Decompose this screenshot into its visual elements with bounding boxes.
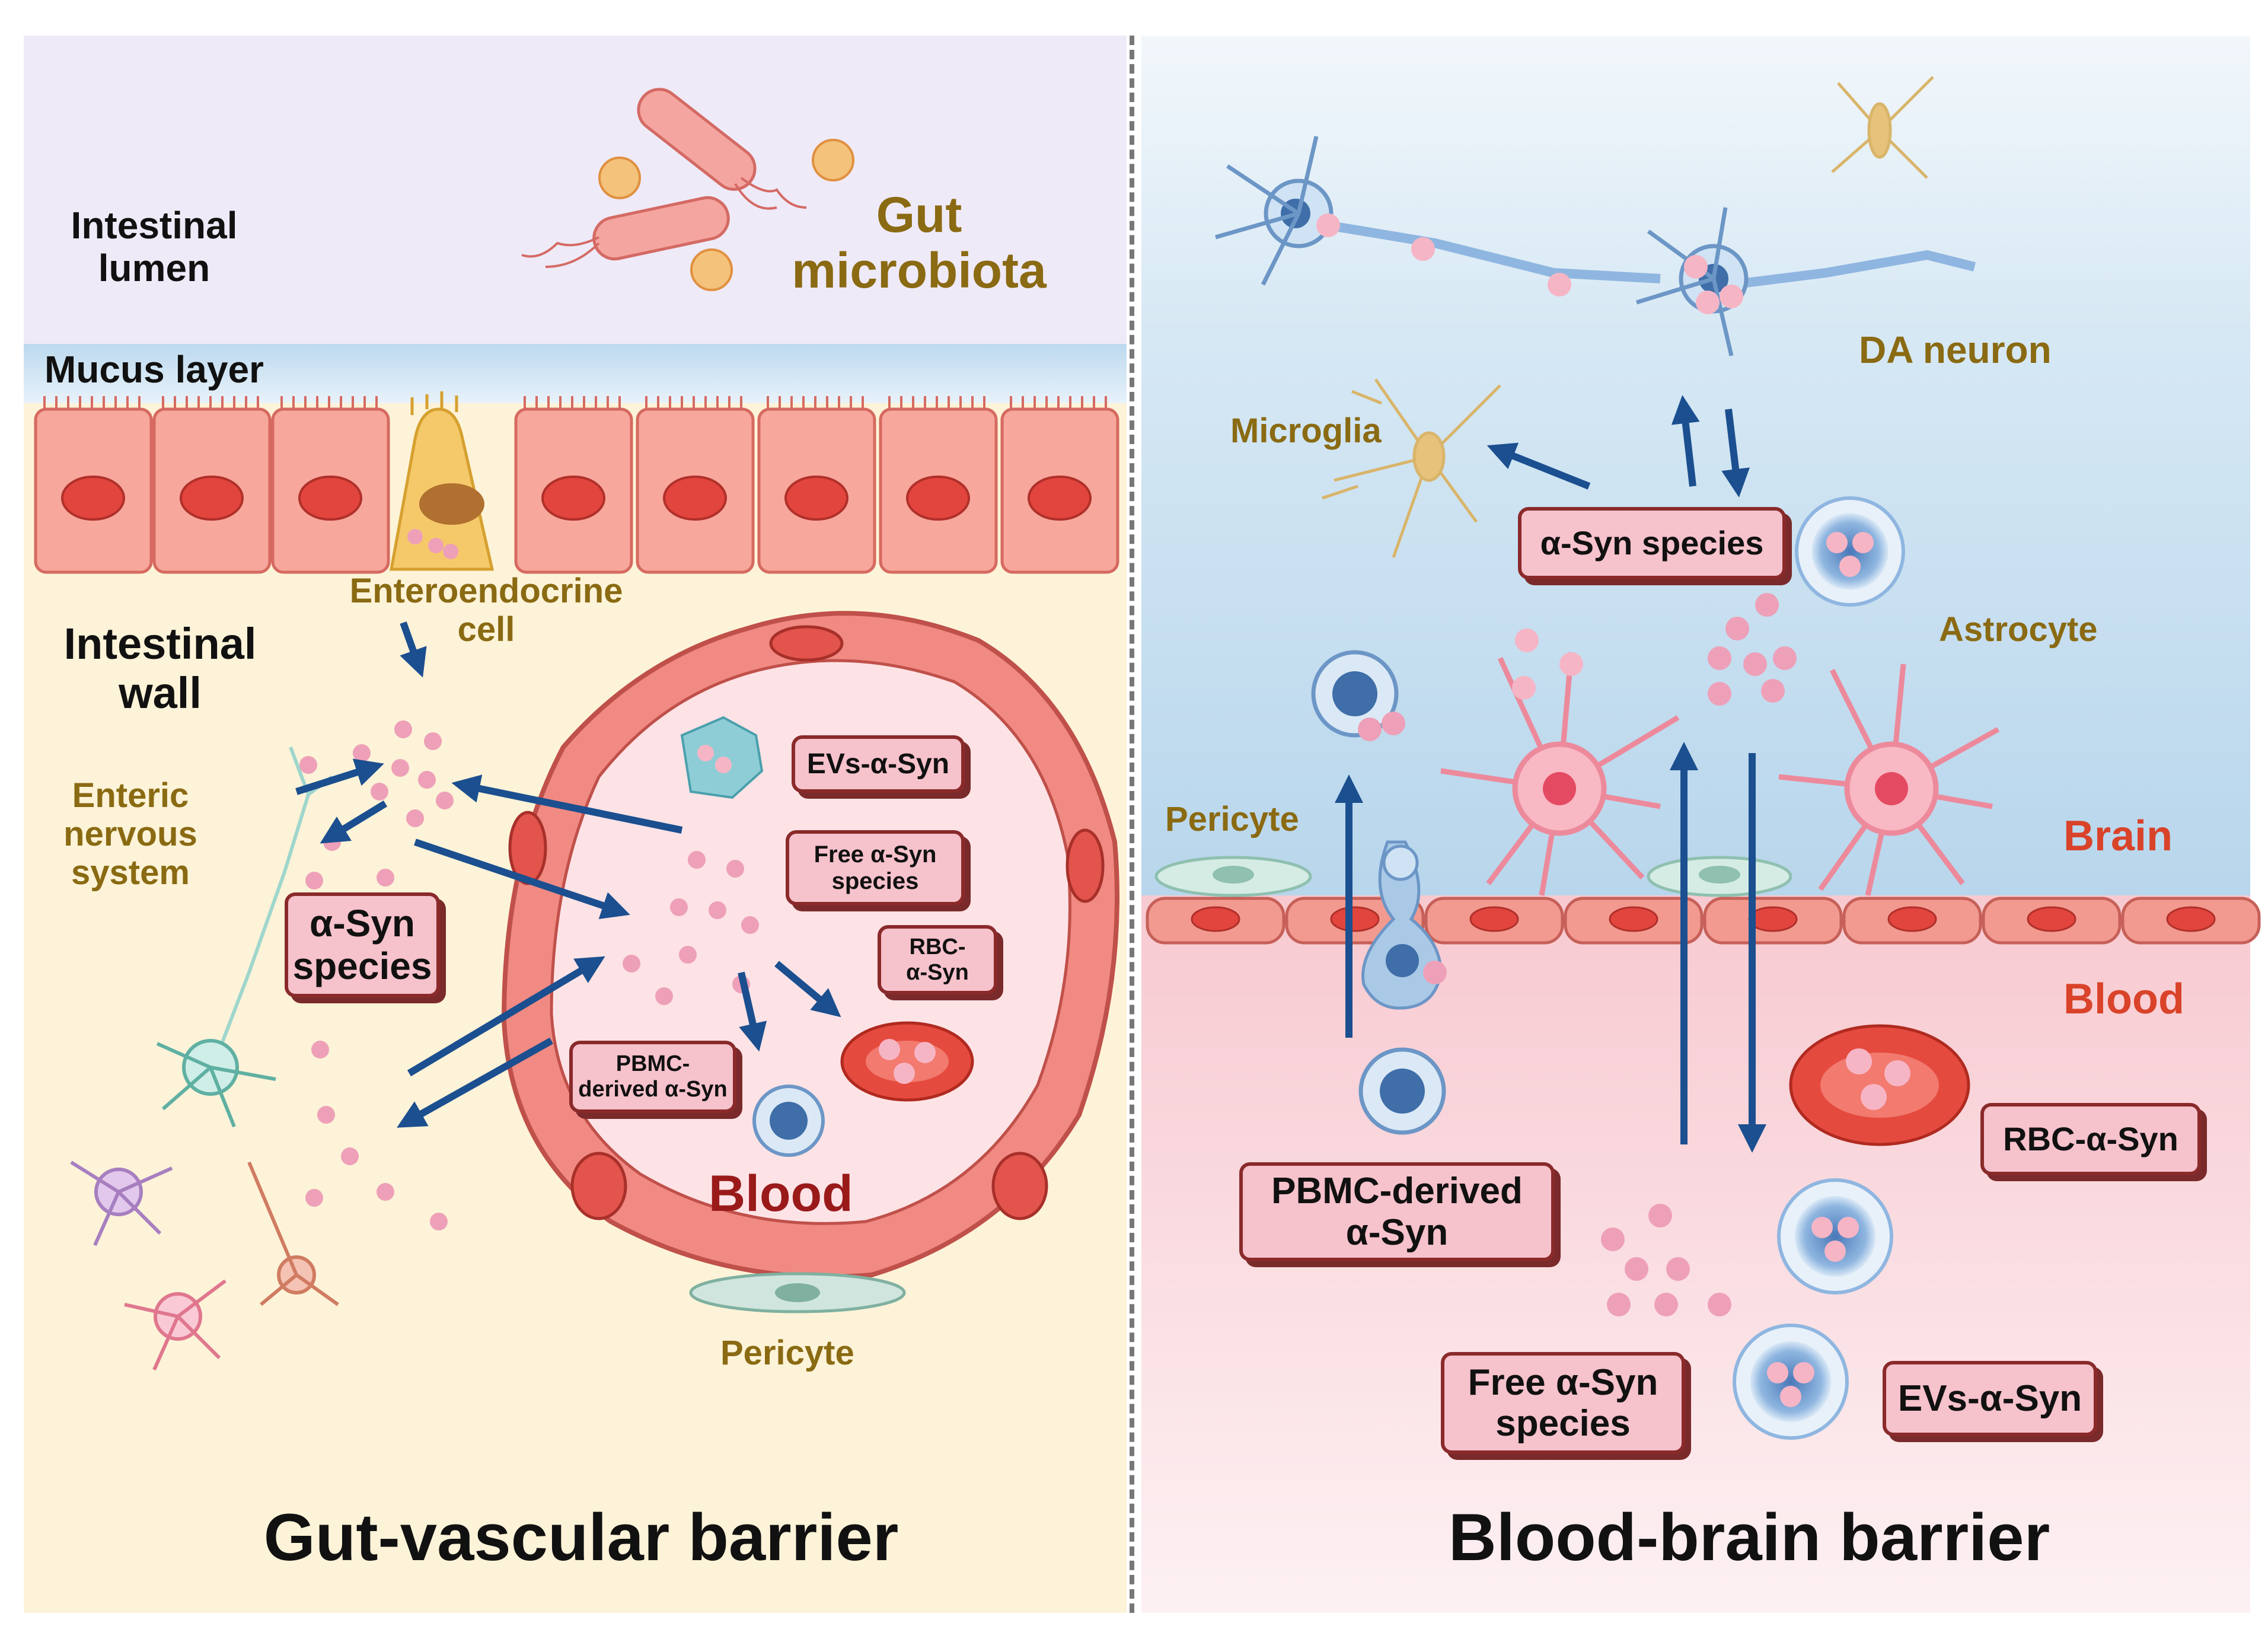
astrocytes [1440, 629, 2000, 896]
bbb-pbmc-asyn-box: PBMC-derived α-Syn [1239, 1162, 1555, 1261]
intestinal-lumen-label: Intestinal lumen [71, 204, 238, 289]
gut-rbc-asyn-box: RBC- α-Syn [878, 925, 997, 994]
panel-divider [1130, 36, 1134, 1613]
gut-asyn-species-box: α-Syn species [285, 892, 440, 997]
gut-blood-label: Blood [709, 1165, 853, 1222]
da-neurons [1215, 136, 1976, 356]
rbc-blood [1789, 1024, 1970, 1146]
da-neuron-label: DA neuron [1859, 329, 2052, 371]
enteric-nervous-system [70, 746, 339, 1371]
extracellular-vesicles [1733, 496, 1905, 1440]
bbb-evs-asyn-box: EVs-α-Syn [1883, 1361, 2097, 1436]
bbb-rbc-asyn-box: RBC-α-Syn [1980, 1103, 2201, 1175]
enteric-nervous-system-label: Enteric nervous system [63, 776, 197, 892]
bbb-pericyte-label: Pericyte [1165, 800, 1299, 838]
blood-brain-barrier-title: Blood-brain barrier [1448, 1500, 2050, 1574]
epithelium [34, 396, 1119, 574]
gut-vascular-barrier-title: Gut-vascular barrier [263, 1500, 899, 1574]
migrating-pbmc [1361, 840, 1443, 1010]
arrows-gut [295, 621, 841, 1128]
gut-free-asyn-box: Free α-Syn species [786, 830, 965, 905]
asyn-particles-gut [299, 720, 759, 1230]
mucus-layer-label: Mucus layer [44, 348, 264, 391]
gut-microbiota-bacteria [521, 88, 854, 291]
gut-pbmc-asyn-box: PBMC- derived α-Syn [569, 1041, 736, 1113]
gut-evs-asyn-box: EVs-α-Syn [792, 735, 965, 793]
immune-cells-brain [1311, 650, 1446, 1135]
bbb-asyn-species-box: α-Syn species [1518, 507, 1786, 579]
microglia-label: Microglia [1230, 412, 1382, 450]
enteroendocrine-cell [390, 391, 495, 571]
gut-microbiota-label: Gut microbiota [792, 187, 1047, 299]
microglia [1322, 76, 1934, 558]
astrocyte-label: Astrocyte [1939, 610, 2098, 649]
brain-label: Brain [2063, 812, 2173, 860]
lumen-region [24, 36, 1127, 344]
mucus-layer [24, 344, 1127, 403]
arrows-bbb [1335, 395, 1766, 1153]
endothelial-layer [1146, 897, 2261, 945]
gut-pericyte-label: Pericyte [720, 1334, 854, 1372]
bbb-free-asyn-box: Free α-Syn species [1441, 1352, 1685, 1454]
enteroendocrine-cell-label: Enteroendocrine cell [349, 572, 623, 649]
intestinal-wall-label: Intestinal wall [63, 619, 257, 718]
asyn-particles-bbb [1358, 593, 1797, 1316]
bbb-blood-label: Blood [2063, 975, 2184, 1023]
